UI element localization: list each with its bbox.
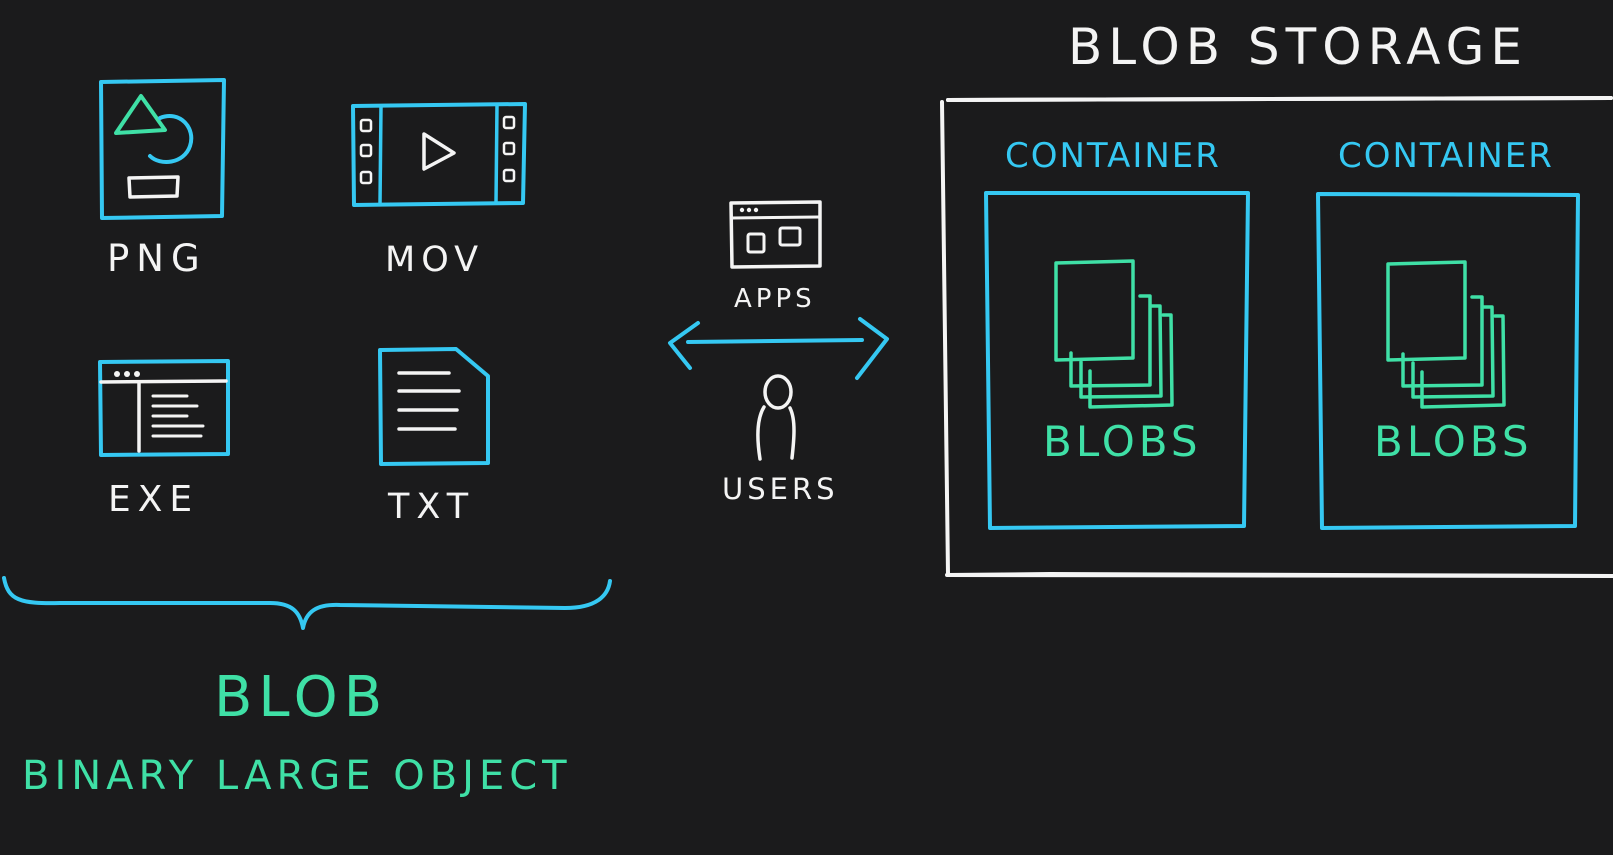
blobs-stack-icon-1 xyxy=(1054,259,1174,409)
blob-grouping-brace xyxy=(2,576,612,630)
container-label-1: CONTAINER xyxy=(1005,136,1221,176)
container-box-2 xyxy=(1316,192,1580,530)
apps-icon xyxy=(729,200,822,269)
blob-storage-title: BLOB STORAGE xyxy=(1068,18,1528,76)
txt-file-icon xyxy=(378,347,490,466)
blob-subtitle: BINARY LARGE OBJECT xyxy=(22,753,572,799)
container-label-2: CONTAINER xyxy=(1338,136,1554,176)
blobs-label-2: BLOBS xyxy=(1374,417,1533,466)
blob-title: BLOB xyxy=(214,665,389,730)
double-arrow-icon xyxy=(668,317,889,380)
exe-label: EXE xyxy=(108,479,200,520)
blobs-stack-icon-2 xyxy=(1386,260,1506,409)
png-label: PNG xyxy=(107,237,207,280)
txt-label: TXT xyxy=(388,487,476,527)
container-box-1 xyxy=(984,191,1250,530)
blobs-label-1: BLOBS xyxy=(1043,417,1202,466)
mov-label: MOV xyxy=(385,240,485,280)
apps-label: APPS xyxy=(734,284,816,314)
users-label: USERS xyxy=(722,472,839,506)
user-icon xyxy=(756,374,796,461)
exe-file-icon xyxy=(98,359,230,457)
png-file-icon xyxy=(99,78,226,220)
mov-file-icon xyxy=(351,102,527,207)
